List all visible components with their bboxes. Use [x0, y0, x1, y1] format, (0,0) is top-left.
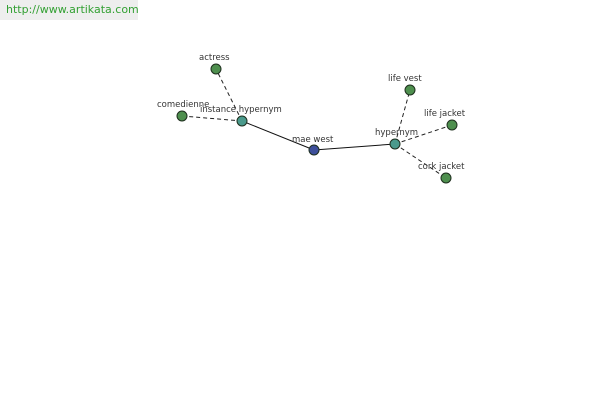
relation-node-dot[interactable]	[389, 138, 401, 150]
edge-hypernym-life-vest	[394, 89, 411, 145]
node-label[interactable]: cork jacket	[418, 162, 465, 172]
site-url-banner[interactable]: http://www.artikata.com	[0, 0, 139, 20]
relation-node-dot[interactable]	[236, 115, 248, 127]
node-label[interactable]: life jacket	[424, 109, 466, 119]
leaf-node-dot[interactable]	[446, 119, 458, 131]
node-mae-west[interactable]: mae west	[292, 135, 334, 156]
node-label[interactable]: instance hypernym	[200, 105, 282, 115]
node-label[interactable]: hypernym	[375, 128, 418, 138]
node-label[interactable]: life vest	[388, 74, 422, 84]
node-actress[interactable]: actress	[199, 53, 230, 75]
node-comedienne[interactable]: comedienne	[157, 100, 209, 122]
leaf-node-dot[interactable]	[440, 172, 452, 184]
node-label[interactable]: actress	[199, 53, 230, 63]
node-life-jacket[interactable]: life jacket	[424, 109, 466, 131]
node-cork-jacket[interactable]: cork jacket	[418, 162, 465, 184]
edge-root-instance	[241, 120, 315, 151]
leaf-node-dot[interactable]	[210, 63, 222, 75]
graph-edges	[181, 68, 453, 179]
node-hypernym[interactable]: hypernym	[375, 128, 418, 150]
leaf-node-dot[interactable]	[176, 110, 188, 122]
graph-nodes: actress comedienne life vest life jacket…	[157, 53, 466, 184]
leaf-node-dot[interactable]	[404, 84, 416, 96]
root-node-dot[interactable]	[308, 144, 320, 156]
node-life-vest[interactable]: life vest	[388, 74, 422, 96]
edge-instance-comedienne	[181, 115, 243, 122]
edge-root-hypernym	[313, 143, 396, 151]
edge-hypernym-cork-jacket	[394, 143, 447, 179]
node-instance-hypernym[interactable]: instance hypernym	[200, 105, 282, 127]
node-label[interactable]: comedienne	[157, 100, 209, 110]
site-url-link[interactable]: http://www.artikata.com	[6, 3, 139, 16]
edge-hypernym-life-jacket	[394, 124, 453, 145]
node-label[interactable]: mae west	[292, 135, 334, 145]
edge-instance-actress	[215, 68, 243, 122]
